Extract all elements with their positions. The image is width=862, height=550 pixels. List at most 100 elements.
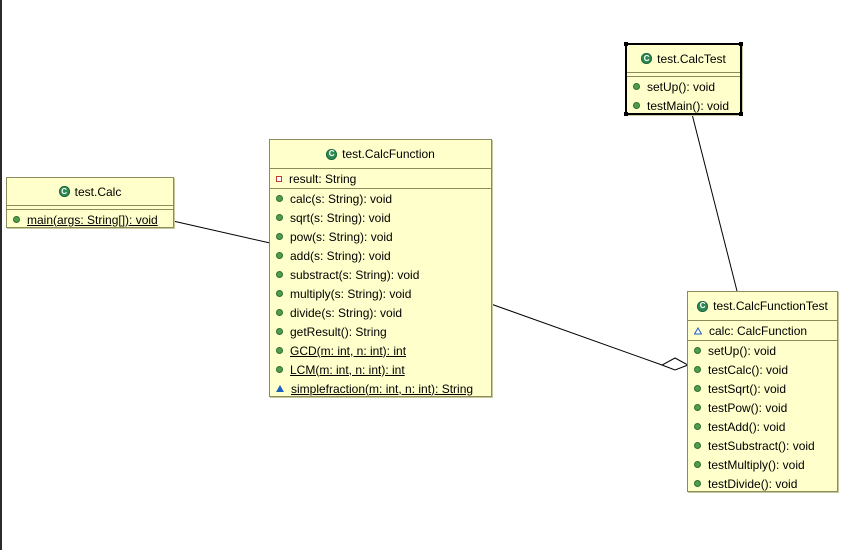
public-visibility-icon [13,216,20,223]
attributes-section [627,73,740,77]
attributes-section: result: String [270,169,491,189]
operation-item[interactable]: getResult(): String [270,322,491,341]
operation-label: setUp(): void [647,79,716,94]
operation-item[interactable]: testAdd(): void [688,417,837,436]
window-left-edge [0,0,2,550]
public-visibility-icon [276,290,283,297]
operations-section: setUp(): void testCalc(): void testSqrt(… [688,341,837,495]
operation-item[interactable]: testDivide(): void [688,474,837,493]
operation-label: testSqrt(): void [708,381,787,396]
attribute-item[interactable]: calc: CalcFunction [688,321,837,340]
public-visibility-icon [694,385,701,392]
operation-item[interactable]: testSubstract(): void [688,436,837,455]
class-name: test.CalcFunctionTest [713,299,828,313]
operation-item[interactable]: LCM(m: int, n: int): int [270,360,491,379]
operation-label: testAdd(): void [708,419,786,434]
operation-item[interactable]: testCalc(): void [688,360,837,379]
class-icon: C [641,53,653,64]
public-visibility-icon [633,102,640,109]
operation-item[interactable]: substract(s: String): void [270,265,491,284]
aggregation-diamond [660,357,690,371]
operation-item[interactable]: main(args: String[]): void [7,210,173,229]
operation-item[interactable]: calc(s: String): void [270,189,491,208]
operations-section: setUp(): void testMain(): void [627,77,740,117]
operation-item[interactable]: setUp(): void [688,341,837,360]
class-calctest[interactable]: C test.CalcTest setUp(): void testMain()… [624,42,743,117]
public-visibility-icon [276,347,283,354]
operation-label: GCD(m: int, n: int): int [290,343,407,358]
class-icon: C [697,300,709,312]
operation-label: getResult(): String [290,324,387,339]
operation-label: testPow(): void [708,400,788,415]
operation-label: sqrt(s: String): void [290,210,391,225]
public-visibility-icon [276,328,283,335]
class-header: C test.CalcTest [627,45,740,73]
operation-label: testMultiply(): void [708,457,805,472]
public-visibility-icon [276,309,283,316]
class-icon: C [58,186,70,197]
operation-label: testMain(): void [647,98,730,113]
association-calc-to-calcfunction[interactable] [172,220,271,244]
class-calcfunction[interactable]: C test.CalcFunction result: String calc(… [269,139,492,397]
operation-item[interactable]: testPow(): void [688,398,837,417]
public-visibility-icon [276,271,283,278]
operation-item[interactable]: add(s: String): void [270,246,491,265]
attribute-item[interactable]: result: String [270,169,491,188]
attributes-section [7,206,173,210]
operation-label: pow(s: String): void [290,229,393,244]
selection-handle[interactable] [739,42,743,46]
attribute-label: result: String [289,171,357,186]
operation-item[interactable]: testMain(): void [627,96,740,115]
operation-item[interactable]: testSqrt(): void [688,379,837,398]
operation-item[interactable]: testMultiply(): void [688,455,837,474]
operation-item[interactable]: divide(s: String): void [270,303,491,322]
private-visibility-icon [276,175,282,182]
class-calcfunctiontest[interactable]: C test.CalcFunctionTest calc: CalcFuncti… [687,291,838,492]
public-visibility-icon [276,366,283,373]
operation-label: testSubstract(): void [708,438,815,453]
class-icon: C [326,148,338,160]
operation-label: divide(s: String): void [290,305,403,320]
package-visibility-icon [276,385,284,392]
public-visibility-icon [276,233,283,240]
operation-item[interactable]: pow(s: String): void [270,227,491,246]
public-visibility-icon [276,195,283,202]
operation-label: testCalc(): void [708,362,789,377]
public-visibility-icon [694,442,701,449]
class-calc[interactable]: C test.Calc main(args: String[]): void [6,177,174,228]
operation-label: setUp(): void [708,343,777,358]
operation-label: multiply(s: String): void [290,286,412,301]
operations-section: calc(s: String): void sqrt(s: String): v… [270,189,491,400]
public-visibility-icon [694,423,701,430]
operation-item[interactable]: simplefraction(m: int, n: int): String [270,379,491,398]
operation-label: calc(s: String): void [290,191,393,206]
selection-handle[interactable] [624,42,628,46]
class-header: C test.CalcFunctionTest [688,292,837,321]
operation-item[interactable]: setUp(): void [627,77,740,96]
operation-label: add(s: String): void [290,248,391,263]
package-visibility-icon [694,326,702,334]
class-header: C test.Calc [7,178,173,206]
class-header: C test.CalcFunction [270,140,491,169]
class-name: test.Calc [74,184,122,199]
selection-handle[interactable] [739,112,743,116]
operation-label: main(args: String[]): void [27,212,158,227]
association-calctest-to-calcfunctiontest[interactable] [691,113,738,292]
public-visibility-icon [694,404,701,411]
public-visibility-icon [694,461,701,468]
attributes-section: calc: CalcFunction [688,321,837,341]
operation-label: substract(s: String): void [290,267,420,282]
operation-item[interactable]: GCD(m: int, n: int): int [270,341,491,360]
selection-handle[interactable] [624,112,628,116]
operations-section: main(args: String[]): void [7,210,173,231]
operation-item[interactable]: multiply(s: String): void [270,284,491,303]
public-visibility-icon [694,366,701,373]
aggregation-calcfunction-to-calcfunctiontest[interactable] [490,303,663,366]
operation-label: LCM(m: int, n: int): int [290,362,405,377]
operation-item[interactable]: sqrt(s: String): void [270,208,491,227]
public-visibility-icon [694,347,701,354]
operation-label: simplefraction(m: int, n: int): String [291,381,474,396]
public-visibility-icon [276,252,283,259]
class-name: test.CalcTest [657,51,726,66]
attribute-label: calc: CalcFunction [709,323,808,338]
